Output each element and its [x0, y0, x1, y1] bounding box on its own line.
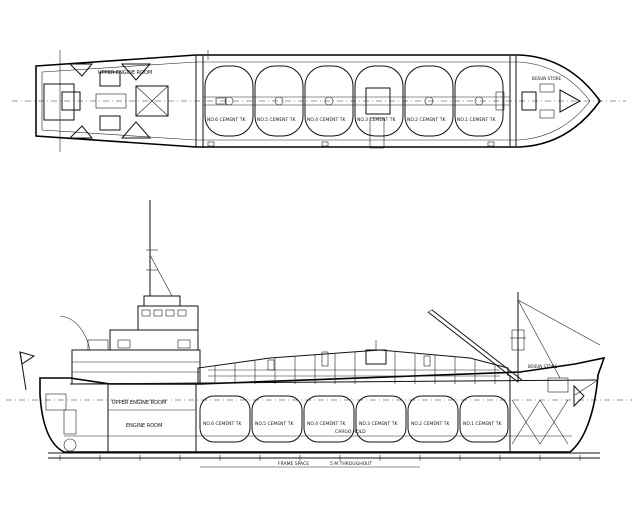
profile-cement-tanks	[199, 395, 509, 443]
plan-pump-platform	[365, 87, 391, 115]
profile-tank-5	[251, 395, 303, 443]
profile-tank-2	[407, 395, 459, 443]
profile-throughout-label: 5 M THROUGHOUT	[330, 461, 372, 467]
plan-cement-tanks	[204, 65, 504, 137]
profile-davit-arc	[59, 315, 91, 351]
plan-upper-engine-room-label: UPPER ENGINE ROOM	[98, 70, 152, 76]
plan-tank-4	[304, 65, 354, 137]
profile-frame-scale	[48, 455, 600, 461]
profile-tank-label-2: NO.2 CEMENT TK	[411, 421, 450, 427]
plan-view: UPPER ENGINE ROOM NO.6 CEMENT TK NO.5 CE…	[12, 50, 626, 152]
plan-hull-outline	[35, 54, 601, 148]
plan-tank-3	[354, 65, 404, 137]
plan-tank-5	[254, 65, 304, 137]
plan-tank-6	[204, 65, 254, 137]
profile-tank-4	[303, 395, 355, 443]
profile-tank-label-1: NO.1 CEMENT TK	[463, 421, 502, 427]
profile-superstructure	[71, 200, 201, 385]
plan-bosun-store-label: BOSUN STORE	[532, 76, 561, 81]
profile-crane	[427, 292, 601, 383]
plan-engine-casing	[135, 85, 169, 117]
profile-cargo-hold-label: CARGO HOLD	[335, 429, 366, 435]
profile-tank-label-6: NO.6 CEMENT TK	[203, 421, 242, 427]
plan-tank-label-1: NO.1 CEMENT TK	[457, 117, 496, 123]
plan-inner-deck-line	[41, 61, 591, 141]
profile-engine-room-label: ENGINE ROOM	[126, 423, 162, 429]
profile-tank-label-3: NO.3 CEMENT TK	[359, 421, 398, 427]
profile-view: UPPER ENGINE ROOM ENGINE ROOM NO.6 CEMEN…	[6, 200, 632, 468]
profile-tank-3	[355, 395, 407, 443]
plan-stern-block	[43, 83, 75, 121]
profile-propeller	[63, 438, 77, 452]
profile-railing	[214, 352, 496, 384]
plan-tank-1	[454, 65, 504, 137]
plan-tank-label-4: NO.4 CEMENT TK	[307, 117, 346, 123]
profile-hull-outline	[39, 356, 606, 453]
profile-tank-label-4: NO.4 CEMENT TK	[307, 421, 346, 427]
plan-tank-2	[404, 65, 454, 137]
plan-tank-label-6: NO.6 CEMENT TK	[207, 117, 246, 123]
profile-wheelhouse	[137, 305, 199, 331]
profile-frame-space-label: FRAME SPACE	[278, 461, 309, 467]
profile-bosun-store-label: BOSUN STORE	[528, 364, 557, 369]
profile-tank-6	[199, 395, 251, 443]
plan-tank-label-5: NO.5 CEMENT TK	[257, 117, 296, 123]
profile-upper-engine-room-label: UPPER ENGINE ROOM	[112, 400, 166, 406]
profile-forepeak-framing	[511, 399, 569, 445]
profile-tank-1	[459, 395, 509, 443]
profile-tank-label-5: NO.5 CEMENT TK	[255, 421, 294, 427]
profile-main-deck	[69, 379, 599, 385]
plan-tank-label-2: NO.2 CEMENT TK	[407, 117, 446, 123]
plan-tank-label-3: NO.3 CEMENT TK	[357, 117, 396, 123]
profile-pump-house	[365, 349, 387, 365]
